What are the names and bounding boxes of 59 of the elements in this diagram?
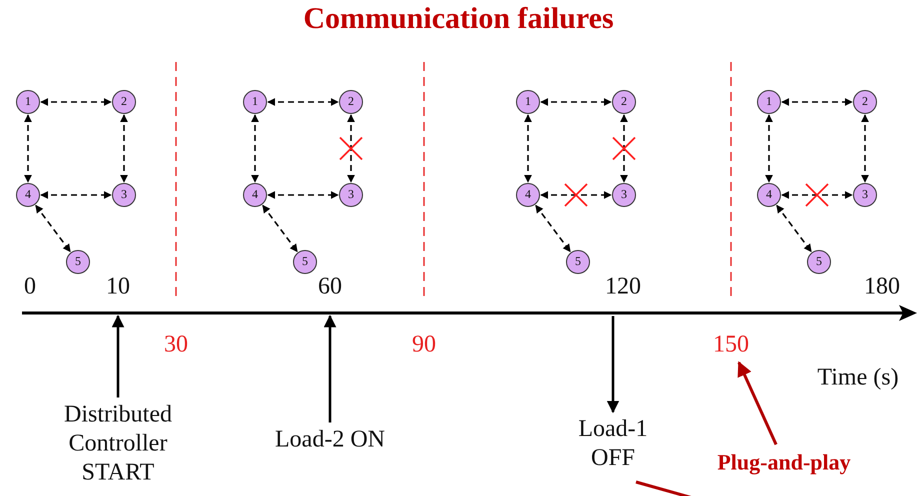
agent-node-circle: 1 [516,90,540,114]
arrow [540,191,612,199]
arrow [540,98,612,106]
agent-node-circle: 2 [339,90,363,114]
arrow [765,114,773,183]
agent-node-circle: 3 [112,183,136,207]
title: Communication failures [303,2,614,36]
agent-node-circle: 3 [339,183,363,207]
arrow [40,191,112,199]
agent-node-circle: 1 [16,90,40,114]
event-label: Load-1 OFF [558,415,668,473]
arrow [251,114,259,183]
tick-label: 120 [605,272,641,302]
agent-node-circle: 3 [853,183,877,207]
tick-label: 30 [164,330,188,360]
annotation-label: Plug-and-play [717,448,851,476]
agent-node-circle: 2 [853,90,877,114]
arrow [267,191,339,199]
arrow [40,98,112,106]
tick-label: 180 [864,272,900,302]
arrow [347,114,355,183]
arrow [535,204,571,252]
arrow [738,361,778,446]
arrow [781,98,853,106]
tick-label: 0 [24,272,36,302]
arrow [112,314,124,398]
agent-node-circle: 3 [612,183,636,207]
axis-label: Time (s) [817,364,899,392]
tick-label: 10 [106,272,130,302]
arrow [262,204,298,252]
tick-label: 150 [713,330,749,360]
agent-node-circle: 4 [757,183,781,207]
arrow [776,204,812,252]
tick-label: 90 [412,330,436,360]
agent-node-circle: 1 [243,90,267,114]
agent-node-circle: 2 [112,90,136,114]
agent-node-circle: 5 [807,250,831,274]
arrow [620,114,628,183]
time-axis [22,305,917,321]
event-label: Load-2 ON [275,426,385,454]
arrow [35,204,71,252]
arrow [267,98,339,106]
agent-node-circle: 4 [243,183,267,207]
tick-label: 60 [318,272,342,302]
agent-node-circle: 5 [566,250,590,274]
agent-node-circle: 5 [66,250,90,274]
agent-node-circle: 4 [16,183,40,207]
event-label: Distributed Controller START [38,400,198,488]
arrow [606,316,620,414]
agent-node-circle: 4 [516,183,540,207]
arrow [120,114,128,183]
arrow [24,114,32,183]
arrow [324,314,336,422]
arrow [861,114,869,183]
agent-node-circle: 1 [757,90,781,114]
arrow [524,114,532,183]
agent-node-circle: 5 [293,250,317,274]
agent-node-circle: 2 [612,90,636,114]
arrow [781,191,853,199]
